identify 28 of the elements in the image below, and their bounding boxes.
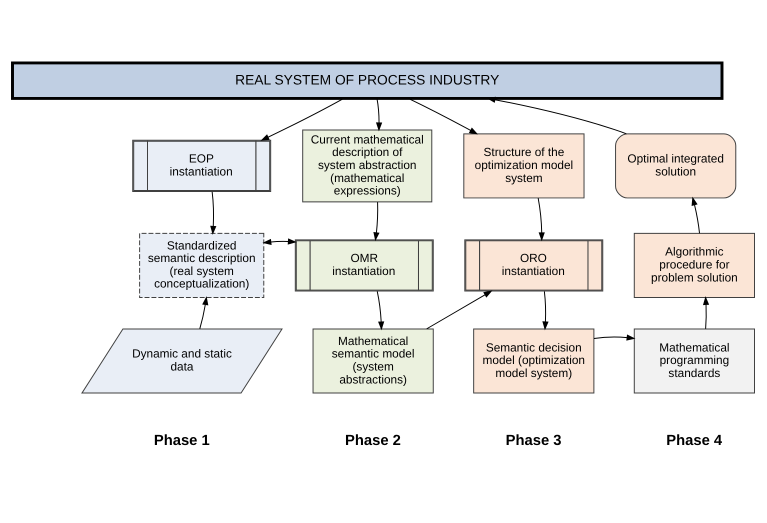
node-box: Semantic decision model (optimization model system) [473, 328, 594, 394]
arrow [594, 334, 636, 341]
arrow [376, 291, 384, 330]
arrow [262, 238, 297, 245]
arrow [542, 291, 549, 330]
label: Phase 1 [154, 432, 210, 449]
node-box: REAL SYSTEM OF PROCESS INDUSTRY [11, 61, 724, 100]
arrow [538, 198, 545, 242]
arrow [210, 191, 216, 235]
node-box: Mathematical programming standards [634, 328, 755, 394]
node-box: Algorithmic procedure for problem solution [634, 232, 755, 298]
label: Phase 4 [666, 432, 722, 449]
node-box: Current mathematical description of system abstraction (mathematical expressions) [302, 129, 432, 202]
node-box: Optimal integrated solution [615, 133, 736, 198]
arrow [692, 196, 700, 234]
node-box: Structure of the optimization model system [463, 133, 585, 198]
label: Phase 3 [506, 432, 562, 449]
arrow [373, 202, 380, 242]
label: Phase 2 [345, 432, 401, 449]
arrow [702, 296, 710, 330]
arrow [486, 96, 627, 134]
arrow [376, 98, 382, 132]
node-box: Standardized semantic description (real system conceptualization) [139, 232, 264, 298]
node-box: Mathematical semantic model (system abstractions) [312, 328, 434, 394]
arrow [426, 290, 492, 330]
arrow [408, 98, 478, 134]
arrow [199, 296, 208, 330]
arrow [260, 98, 344, 141]
